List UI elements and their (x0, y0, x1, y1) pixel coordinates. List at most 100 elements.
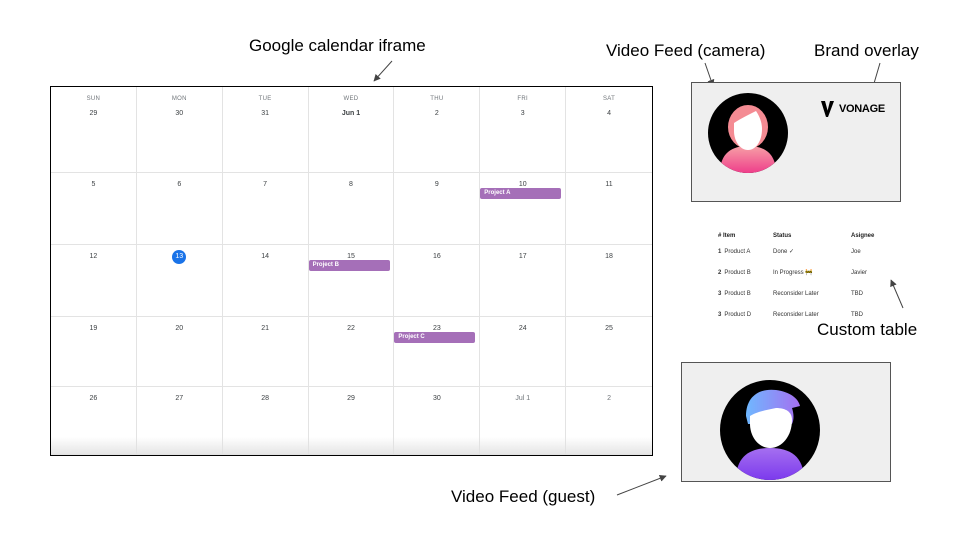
weekday-label: TUE (258, 96, 272, 102)
day-number: 24 (518, 325, 527, 332)
annotation-calendar-label: Google calendar iframe (249, 36, 426, 55)
table-cell-status: Reconsider Later (773, 311, 819, 318)
table-cell-assignee: TBD (851, 290, 863, 297)
day-number: 9 (434, 181, 439, 188)
row-number: 2 (718, 269, 722, 276)
day-number: 21 (261, 325, 270, 332)
camera-person-icon (720, 105, 776, 173)
calendar-event-chip[interactable]: Project C (394, 332, 476, 343)
day-number: 11 (605, 181, 613, 188)
calendar-day-cell[interactable]: 12 (51, 245, 137, 317)
day-number: 23 (432, 325, 441, 332)
calendar-day-cell[interactable]: 17 (480, 245, 567, 317)
day-number: 25 (605, 325, 613, 332)
calendar-day-cell[interactable]: 19 (51, 317, 137, 387)
day-number: 30 (432, 395, 441, 402)
day-number: 7 (263, 181, 268, 188)
calendar-day-cell[interactable]: 18 (566, 245, 652, 317)
camera-video-feed (691, 82, 901, 202)
table-cell-assignee: Javier (851, 269, 868, 276)
calendar-day-cell[interactable]: THU 2 (394, 87, 481, 173)
calendar-day-cell[interactable]: 9 (394, 173, 481, 245)
day-number: 20 (175, 325, 184, 332)
row-number: 3 (718, 311, 722, 318)
day-number: 6 (177, 181, 182, 188)
table-header-assignee: Asignee (851, 233, 875, 239)
guest-video-feed (681, 362, 891, 482)
calendar-day-cell[interactable]: 24 (480, 317, 567, 387)
row-number: 3 (718, 290, 722, 297)
day-number: Jun 1 (341, 110, 361, 117)
table-header-item: # Item (718, 233, 736, 239)
day-number: 22 (347, 325, 355, 332)
day-number: 4 (607, 110, 612, 117)
item-name: Product D (724, 311, 752, 318)
calendar-day-cell[interactable]: SAT 4 (566, 87, 652, 173)
item-name: Product A (724, 248, 751, 255)
calendar-day-cell[interactable]: 5 (51, 173, 137, 245)
day-number: 29 (347, 395, 355, 402)
table-cell-assignee: TBD (851, 311, 863, 318)
weekday-label: SUN (86, 96, 101, 102)
calendar-day-cell[interactable]: 13 (136, 245, 223, 317)
day-number: 29 (89, 110, 98, 117)
calendar-day-cell[interactable]: 20 (136, 317, 223, 387)
calendar-day-cell[interactable]: 6 (136, 173, 223, 245)
calendar-day-cell[interactable]: 25 (566, 317, 652, 387)
calendar-day-cell[interactable]: TUE 31 (222, 87, 309, 173)
calendar-day-cell[interactable]: SUN 29 (51, 87, 137, 173)
guest-avatar (720, 380, 820, 480)
brand-name: VONAGE (839, 103, 885, 115)
calendar-arrow (373, 60, 393, 82)
calendar-day-cell[interactable]: 16 (394, 245, 481, 317)
annotation-brand-label: Brand overlay (814, 41, 919, 60)
day-number: 8 (349, 181, 353, 188)
calendar-day-cell[interactable]: 8 (308, 173, 395, 245)
day-number: 19 (89, 325, 98, 332)
weekday-label: WED (343, 96, 359, 102)
table-header-row: # Item Status Asignee (718, 231, 874, 241)
day-number: 2 (434, 110, 439, 117)
day-number: 18 (605, 253, 613, 260)
table-arrow (890, 279, 904, 309)
day-number: 16 (432, 253, 441, 260)
day-number: 31 (261, 110, 270, 117)
weekday-label: MON (171, 96, 187, 102)
day-number: 15 (347, 253, 355, 260)
calendar-day-cell[interactable]: 11 (566, 173, 652, 245)
table-cell-status: Done ✓ (773, 249, 795, 255)
guest-arrow (616, 475, 667, 496)
day-number: 12 (89, 253, 98, 260)
calendar-day-cell[interactable]: 22 (308, 317, 395, 387)
calendar-day-cell[interactable]: 21 (222, 317, 309, 387)
annotation-camera-label: Video Feed (camera) (606, 41, 766, 60)
calendar-event-chip[interactable]: Project A (480, 188, 562, 199)
calendar-day-cell[interactable]: 14 (222, 245, 309, 317)
day-number: 17 (518, 253, 527, 260)
weekday-label: THU (430, 96, 444, 102)
day-number: 26 (89, 395, 98, 402)
calendar-event-chip[interactable]: Project B (308, 260, 390, 271)
day-number: 2 (607, 395, 612, 402)
calendar-day-cell[interactable]: 7 (222, 173, 309, 245)
weekday-label: SAT (603, 96, 616, 102)
day-number: 10 (518, 181, 527, 188)
calendar-day-cell[interactable]: WED Jun 1 (308, 87, 395, 173)
annotation-guest-label: Video Feed (guest) (451, 487, 596, 506)
row-number: 1 (718, 248, 722, 255)
day-number: 5 (91, 181, 96, 188)
